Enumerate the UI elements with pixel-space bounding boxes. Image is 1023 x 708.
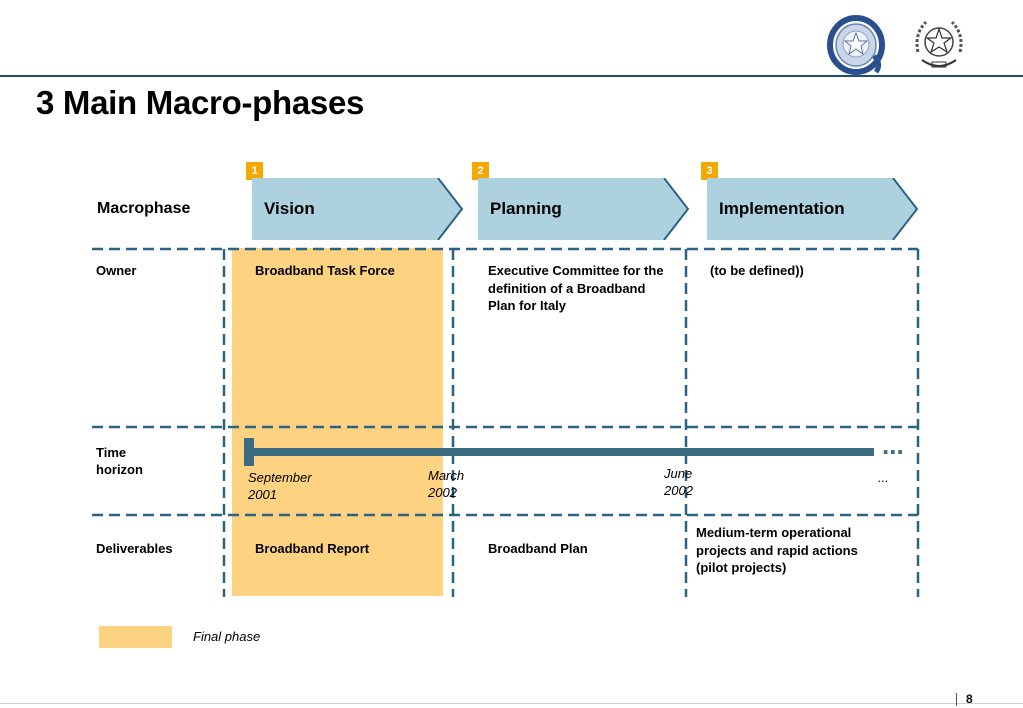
legend-final-phase-label: Final phase (193, 629, 261, 644)
phase-1-arrow: Vision (252, 178, 464, 240)
e-government-logo (826, 14, 886, 76)
footer-rule (0, 703, 1023, 704)
timeline-continuation: ... (882, 430, 904, 460)
row-label-deliverables: Deliverables (96, 541, 173, 556)
timeline-date-open-end: ... (878, 470, 889, 485)
phase-3-badge: 3 (701, 162, 718, 180)
phase-1-owner: Broadband Task Force (255, 263, 395, 278)
phase-3-name: Implementation (719, 199, 845, 218)
legend-final-phase-swatch (99, 626, 172, 648)
timeline-date-start: September 2001 (248, 470, 312, 502)
phase-1-deliverable: Broadband Report (255, 541, 370, 556)
final-phase-highlight (232, 248, 443, 596)
page-number: 8 (966, 692, 973, 706)
phase-2-badge: 2 (472, 162, 489, 180)
phase-2-deliverable: Broadband Plan (488, 541, 588, 556)
phase-3-owner: (to be defined)) (710, 263, 804, 278)
phase-2-arrow: Planning (478, 178, 692, 240)
row-label-time-horizon: Time horizon (96, 445, 143, 477)
italian-republic-emblem (908, 12, 970, 74)
phase-1-badge: 1 (246, 162, 263, 180)
row-label-macrophase: Macrophase (97, 200, 191, 217)
timeline-bar (244, 438, 874, 466)
phase-2-owner: Executive Committee for the definition o… (488, 263, 664, 313)
phase-2-name: Planning (490, 199, 562, 218)
timeline-date-march: March 2002 (428, 468, 465, 500)
phase-3-arrow: Implementation (707, 178, 921, 240)
page-number-separator (956, 693, 957, 706)
row-label-owner: Owner (96, 263, 137, 278)
phase-3-deliverable: Medium-term operational projects and rap… (696, 525, 858, 575)
header-rule (0, 75, 1023, 77)
phase-1-name: Vision (264, 199, 315, 218)
page-title: 3 Main Macro-phases (36, 84, 365, 121)
timeline-date-june: June 2002 (664, 466, 693, 498)
